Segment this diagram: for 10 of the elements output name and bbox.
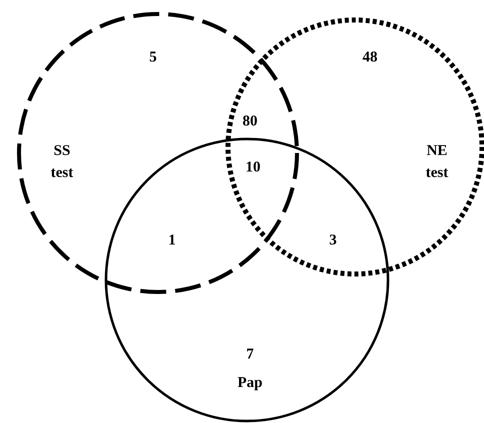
region-count: 3 [329, 232, 337, 250]
region-count: 5 [149, 50, 157, 66]
set-label: NE test [424, 142, 450, 183]
region-count: 48 [362, 50, 378, 66]
region-count: 10 [246, 160, 260, 176]
region-count: 7 [246, 346, 254, 364]
set-label: SS test [50, 142, 74, 183]
set-label: Pap [236, 374, 264, 393]
region-count: 1 [168, 232, 176, 250]
region-count: 80 [242, 114, 258, 130]
